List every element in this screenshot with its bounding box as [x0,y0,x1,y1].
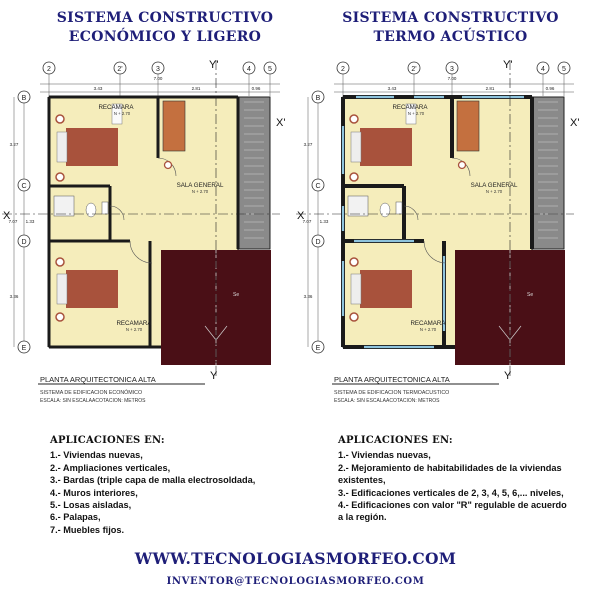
right-title-line1: SISTEMA CONSTRUCTIVO [342,10,559,26]
right-app-item: 4.- Edificaciones con valor "R" regulabl… [338,500,567,523]
left-app-item: 5.- Losas aisladas, [50,500,132,511]
left-app-item: 3.- Bardas (triple capa de malla electro… [50,475,256,486]
void-label: Se [527,292,533,298]
dim-1: 3.43 [94,86,103,91]
axis-2: 2 [47,66,51,73]
dim-3: 0.96 [252,86,261,91]
axis-x-right: X' [570,117,579,129]
right-title-line2: TERMO ACÚSTICO [373,29,528,45]
dim-2: 2.81 [192,86,201,91]
room-recamara-top: RECAMARA [98,104,134,111]
void-label: Se [233,292,239,298]
dim-side-3: 1.33 [26,219,35,224]
plan-scale: ESCALA: SIN ESCALA [40,398,93,404]
dim-3: 0.96 [546,86,555,91]
left-app-item: 2.- Ampliaciones verticales, [50,462,171,473]
plan-system: SISTEMA DE EDIFICACION ECONÓMICO [40,389,142,396]
level-sala: N + 2.70 [486,189,503,194]
axis-4: 4 [541,66,545,73]
plan-title: PLANTA ARQUITECTONICA ALTA [40,375,156,384]
level-top: N + 2.70 [408,111,425,116]
axis-x-left: X [297,210,305,222]
axis-y-bottom: Y [504,370,512,382]
right-floor-plan: 2 2' 3 4 5 B C D E 7.00 3.43 2.81 0.96 3… [296,59,579,404]
room-recamara-top: RECAMARA [392,104,428,111]
axis-y-top: Y' [503,59,512,71]
plan-acot: ACOTACION: METROS [92,398,146,404]
level-bottom: N + 2.70 [420,327,437,332]
axis-b: B [22,95,27,102]
axis-3: 3 [450,66,454,73]
left-apps-heading: APLICACIONES EN: [50,435,165,446]
room-sala: SALA GENERAL [177,182,224,189]
right-app-item: 1.- Viviendas nuevas, [338,450,431,461]
left-app-item: 1.- Viviendas nuevas, [50,450,143,461]
axis-y-bottom: Y [210,370,218,382]
left-app-item: 4.- Muros interiores, [50,487,138,498]
left-app-item: 7.- Muebles fijos. [50,524,125,535]
right-plan-drawing: 2 2' 3 4 5 B C D E 7.00 3.43 2.81 0.96 3… [296,59,579,404]
right-app-item: 2.- Mejoramiento de habitabilidades de l… [338,462,562,486]
right-applications: APLICACIONES EN: 1.- Viviendas nuevas, 2… [338,435,570,524]
axis-c: C [315,183,320,190]
dim-side-3: 1.33 [320,219,329,224]
level-top: N + 2.70 [114,111,131,116]
axis-y-top: Y' [209,59,218,71]
axis-2: 2 [341,66,345,73]
left-title: SISTEMA CONSTRUCTIVO ECONÓMICO Y LIGERO [25,9,305,47]
left-title-line1: SISTEMA CONSTRUCTIVO [56,10,274,26]
dim-2: 2.81 [486,86,495,91]
left-app-item: 6.- Palapas, [50,512,101,523]
right-title: SISTEMA CONSTRUCTIVO TERMO ACÚSTICO [313,9,588,47]
dim-side-2: 7.07 [303,219,312,224]
axis-2p: 2' [411,66,416,73]
left-floor-plan: 2 2' 3 4 5 B C D E 7.00 3.43 2.81 0.96 3… [2,59,285,404]
left-applications: APLICACIONES EN: 1.- Viviendas nuevas, 2… [50,435,295,536]
dim-1: 3.43 [388,86,397,91]
left-title-line2: ECONÓMICO Y LIGERO [68,29,262,45]
room-recamara-bottom: RECAMARA [116,320,152,327]
axis-d: D [21,239,26,246]
room-sala: SALA GENERAL [471,182,518,189]
dim-side-2: 7.07 [9,219,18,224]
right-apps-heading: APLICACIONES EN: [338,435,453,446]
axis-x-left: X [3,210,11,222]
axis-3: 3 [156,66,160,73]
plan-scale: ESCALA: SIN ESCALA [334,398,387,404]
axis-d: D [315,239,320,246]
axis-4: 4 [247,66,251,73]
left-plan-drawing: 2 2' 3 4 5 B C D E 7.00 3.43 2.81 0.96 3… [2,59,285,404]
email-link[interactable]: INVENTOR@TECNOLOGIASMORFEO.COM [166,576,425,587]
level-sala: N + 2.70 [192,189,209,194]
axis-e: E [316,345,321,352]
plan-title: PLANTA ARQUITECTONICA ALTA [334,375,450,384]
right-app-item: 3.- Edificaciones verticales de 2, 3, 4,… [338,487,564,498]
axis-x-right: X' [276,117,285,129]
plan-acot: ACOTACION: METROS [386,398,440,404]
plan-system: SISTEMA DE EDIFICACION TERMOACUSTICO [334,390,449,396]
axis-e: E [22,345,27,352]
axis-2p: 2' [117,66,122,73]
axis-b: B [316,95,321,102]
axis-5: 5 [268,66,272,73]
axis-5: 5 [562,66,566,73]
level-bottom: N + 2.70 [126,327,143,332]
axis-c: C [21,183,26,190]
room-recamara-bottom: RECAMARA [410,320,446,327]
website-link[interactable]: WWW.TECNOLOGIASMORFEO.COM [134,549,457,568]
